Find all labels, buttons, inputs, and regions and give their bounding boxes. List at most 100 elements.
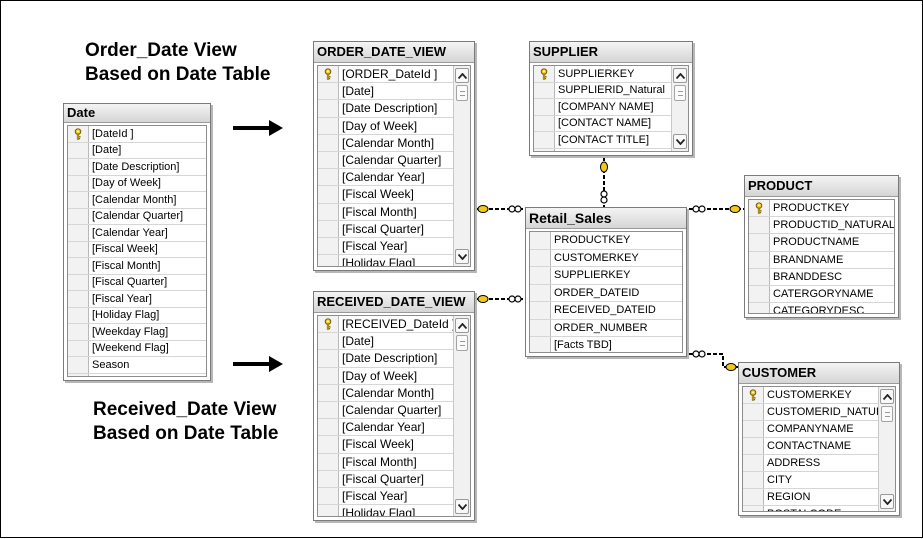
row-selector[interactable] <box>534 115 555 131</box>
column-row[interactable]: [Fiscal Quarter] <box>318 470 453 488</box>
column-row[interactable]: [Calendar Quarter] <box>318 401 453 420</box>
arrow-down-icon[interactable] <box>455 249 469 264</box>
column-row[interactable]: [Facts TBD] <box>530 337 682 352</box>
column-row[interactable]: CATEGORYDESC <box>749 303 894 313</box>
row-selector[interactable] <box>318 151 339 169</box>
vertical-scrollbar[interactable] <box>671 66 688 151</box>
row-selector[interactable] <box>68 291 89 307</box>
column-row[interactable]: COMPANYNAME <box>743 421 878 438</box>
column-row[interactable]: [Calendar Quarter] <box>318 151 453 170</box>
row-selector[interactable] <box>318 316 339 333</box>
arrow-down-icon[interactable] <box>880 494 894 509</box>
row-selector[interactable] <box>318 367 339 384</box>
row-selector[interactable] <box>68 225 89 241</box>
column-row[interactable]: [Fiscal Week] <box>318 186 453 204</box>
column-row[interactable]: [Fiscal Month] <box>318 453 453 471</box>
row-selector[interactable] <box>530 319 551 336</box>
row-selector[interactable] <box>318 237 339 255</box>
column-row[interactable]: [Calendar Month] <box>318 384 453 402</box>
column-row[interactable]: ADDRESS <box>534 148 671 151</box>
column-row[interactable]: [Date] <box>318 83 453 101</box>
column-row[interactable]: SUPPLIERKEY <box>534 66 671 83</box>
row-selector[interactable] <box>318 186 339 203</box>
row-selector[interactable] <box>534 132 555 148</box>
column-row[interactable]: [Holiday Flag] <box>68 307 206 324</box>
row-selector[interactable] <box>318 350 339 367</box>
column-row[interactable]: [Fiscal Quarter] <box>318 220 453 238</box>
row-selector[interactable] <box>530 284 551 301</box>
column-row[interactable]: CUSTOMERID_NATUR <box>743 404 878 421</box>
column-row[interactable]: [Calendar Year] <box>318 169 453 187</box>
column-row[interactable]: [Day of Week] <box>68 175 206 192</box>
vertical-scrollbar[interactable] <box>453 316 470 516</box>
row-selector[interactable] <box>534 66 555 82</box>
row-selector[interactable] <box>68 175 89 191</box>
column-row[interactable]: [Fiscal Month] <box>68 258 206 275</box>
row-selector[interactable] <box>68 241 89 257</box>
row-selector[interactable] <box>318 83 339 100</box>
column-row[interactable]: CUSTOMERKEY <box>530 249 682 267</box>
row-selector[interactable] <box>534 99 555 115</box>
row-selector[interactable] <box>318 203 339 220</box>
row-selector[interactable] <box>743 404 764 420</box>
column-row[interactable]: CONTACTNAME <box>743 438 878 455</box>
column-row[interactable]: PRODUCTKEY <box>530 232 682 250</box>
column-row[interactable]: SUPPLIERKEY <box>530 267 682 285</box>
table-title[interactable]: RECEIVED_DATE_VIEW <box>314 292 474 313</box>
column-row[interactable]: [CONTACT TITLE] <box>534 132 671 149</box>
arrow-up-icon[interactable] <box>880 389 894 404</box>
row-selector[interactable] <box>530 232 551 249</box>
row-selector[interactable] <box>749 268 770 285</box>
column-row[interactable]: PRODUCTKEY <box>749 200 894 218</box>
row-selector[interactable] <box>743 489 764 505</box>
row-selector[interactable] <box>743 455 764 471</box>
row-selector[interactable] <box>318 453 339 470</box>
column-row[interactable]: ADDRESS <box>743 455 878 472</box>
row-selector[interactable] <box>68 258 89 274</box>
row-selector[interactable] <box>530 249 551 266</box>
column-row[interactable]: BRANDNAME <box>749 251 894 269</box>
row-selector[interactable] <box>68 307 89 323</box>
column-row[interactable]: [RECEIVED_DateId ] <box>318 316 453 334</box>
row-selector[interactable] <box>318 436 339 453</box>
column-row[interactable]: [Fiscal Quarter] <box>68 274 206 291</box>
column-row[interactable]: [ORDER_DateId ] <box>318 66 453 84</box>
column-row[interactable]: PRODUCTID_NATURAL <box>749 217 894 235</box>
row-selector[interactable] <box>68 357 89 373</box>
row-selector[interactable] <box>318 220 339 237</box>
column-row[interactable]: [Day of Week] <box>318 117 453 135</box>
column-row[interactable]: [Day of Week] <box>318 367 453 385</box>
row-selector[interactable] <box>749 251 770 268</box>
column-row[interactable]: [Calendar Year] <box>68 225 206 242</box>
column-row[interactable]: [Fiscal Year] <box>318 487 453 506</box>
column-row[interactable]: [Date Description] <box>318 350 453 368</box>
column-row[interactable]: [DateId ] <box>68 126 206 143</box>
row-selector[interactable] <box>318 401 339 419</box>
row-selector[interactable] <box>749 285 770 303</box>
row-selector[interactable] <box>530 337 551 352</box>
column-row[interactable]: [CONTACT NAME] <box>534 115 671 132</box>
row-selector[interactable] <box>743 421 764 437</box>
table-title[interactable]: SUPPLIER <box>530 42 692 63</box>
column-row[interactable]: [Holiday Flag] <box>318 255 453 266</box>
row-selector[interactable] <box>68 192 89 208</box>
row-selector[interactable] <box>534 148 555 151</box>
column-row[interactable]: [Date Description] <box>318 100 453 118</box>
column-row[interactable]: RECEIVED_DATEID <box>530 302 682 320</box>
row-selector[interactable] <box>749 217 770 234</box>
column-row[interactable]: [Fiscal Month] <box>318 203 453 221</box>
row-selector[interactable] <box>318 100 339 117</box>
row-selector[interactable] <box>68 274 89 290</box>
row-selector[interactable] <box>530 267 551 284</box>
row-selector[interactable] <box>318 169 339 186</box>
row-selector[interactable] <box>743 387 764 403</box>
vertical-scrollbar[interactable] <box>453 66 470 266</box>
column-row[interactable]: [COMPANY NAME] <box>534 99 671 116</box>
row-selector[interactable] <box>318 419 339 436</box>
column-row[interactable]: PRODUCTNAME <box>749 234 894 252</box>
scrollbar-thumb[interactable] <box>674 85 686 101</box>
column-row[interactable]: Season <box>68 357 206 374</box>
column-row[interactable]: POSTALCODE <box>743 506 878 511</box>
column-row[interactable]: [Fiscal Week] <box>68 241 206 258</box>
